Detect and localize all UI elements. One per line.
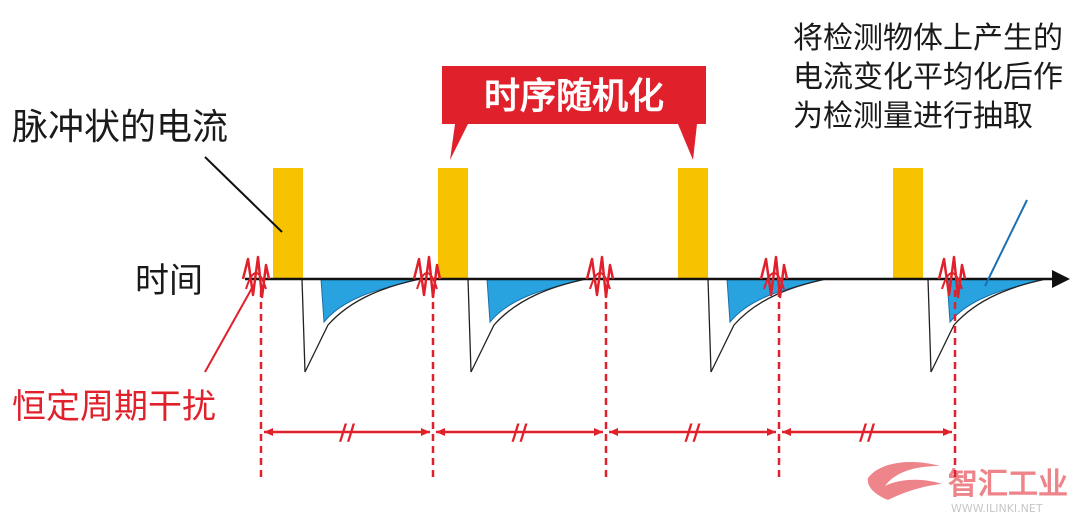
interference-loop-5 [941,272,963,290]
pulse-current-leader [204,156,283,233]
interference-dashed-lines [259,290,957,478]
interference-label: 恒定周期干扰 [12,387,216,427]
interference-markers [241,255,967,299]
note-leader [984,199,1028,287]
watermark-logo-icon [867,462,942,500]
interference-loop-2 [416,272,438,290]
response-curves [301,278,1047,373]
interval-mark-4: // [859,421,876,446]
response-fill-3 [726,278,827,324]
time-axis-arrowhead [1052,270,1070,288]
response-fill-2 [486,278,587,324]
interference-zigzag-3 [585,255,615,299]
pulse-current-label: 脉冲状的电流 [12,107,228,148]
note-line-3: 为检测量进行抽取 [793,99,1033,134]
interval-mark-3: // [684,421,701,446]
response-outline-2 [467,278,587,373]
note-line-2: 电流变化平均化后作 [793,60,1063,95]
interval-arrows: // // // // [264,421,952,446]
current-pulse-1 [273,168,303,279]
interference-zigzag-1 [241,255,271,299]
response-outline-4 [927,278,1047,373]
timing-random-label: 时序随机化 [484,76,664,117]
watermark: 智汇工业 WWW.ILINKI.NET [867,462,1068,515]
interference-zigzag-2 [412,255,442,299]
interval-mark-1: // [339,421,356,446]
watermark-url: WWW.ILINKI.NET [951,502,1043,515]
response-outline-1 [301,278,421,373]
interference-loop-3 [589,272,611,290]
current-pulse-3 [678,168,708,279]
interference-zigzag-4 [759,255,789,299]
interval-mark-2: // [511,421,528,446]
response-outline-3 [707,278,827,373]
interference-loop-1 [245,272,267,290]
current-pulses [273,168,923,279]
response-fill-1 [320,278,421,324]
watermark-brand: 智汇工业 [948,467,1068,502]
interference-zigzag-5 [937,255,967,299]
note-line-1: 将检测物体上产生的 [793,21,1063,56]
current-pulse-4 [893,168,923,279]
time-label: 时间 [135,261,203,301]
current-pulse-2 [438,168,468,279]
timing-random-callout: 时序随机化 [442,66,706,160]
interference-leader [204,287,253,373]
interference-loop-4 [763,272,785,290]
